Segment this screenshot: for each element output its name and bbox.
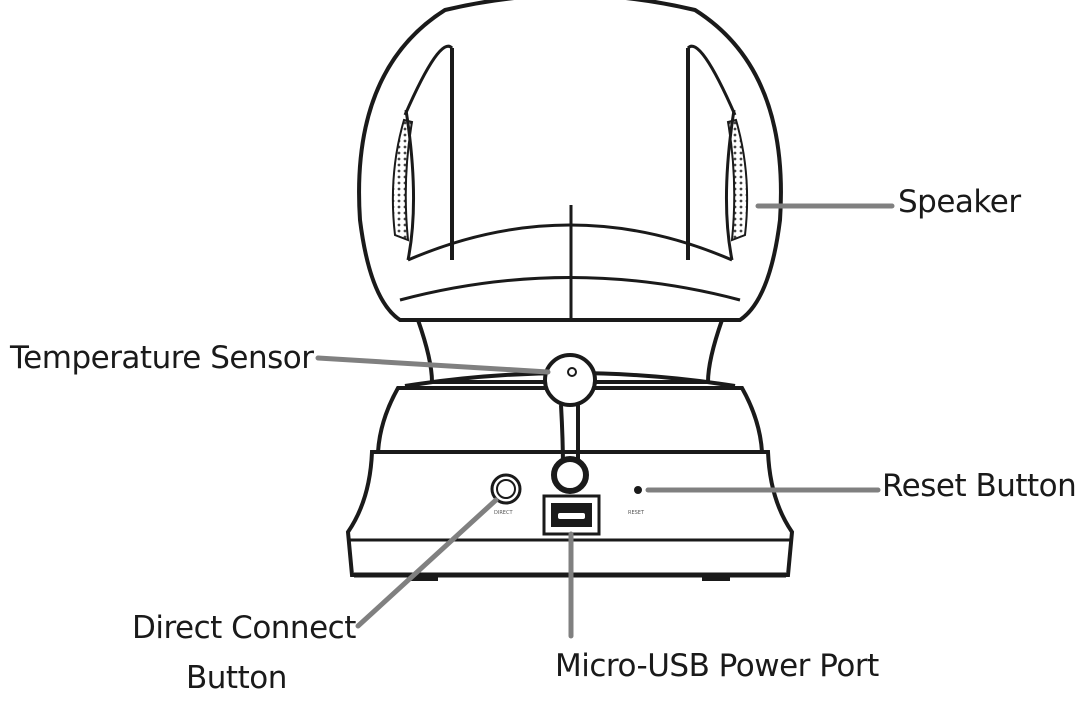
reset-button-label: Reset Button (882, 466, 1076, 506)
reset-marking: RESET (628, 510, 645, 516)
camera-head (359, 0, 781, 372)
temperature-sensor-label: Temperature Sensor (10, 338, 313, 378)
right-foot (702, 575, 730, 581)
direct-connect-button-label: Direct Connect Button (132, 603, 356, 703)
speaker-label: Speaker (898, 182, 1021, 222)
direct-connect-label-line2: Button (132, 653, 356, 703)
direct-connect-label-line1: Direct Connect (132, 603, 356, 653)
direct-marking: DIRECT (494, 510, 513, 516)
micro-usb-port (544, 496, 599, 534)
micro-usb-power-port-label: Micro-USB Power Port (555, 646, 879, 686)
